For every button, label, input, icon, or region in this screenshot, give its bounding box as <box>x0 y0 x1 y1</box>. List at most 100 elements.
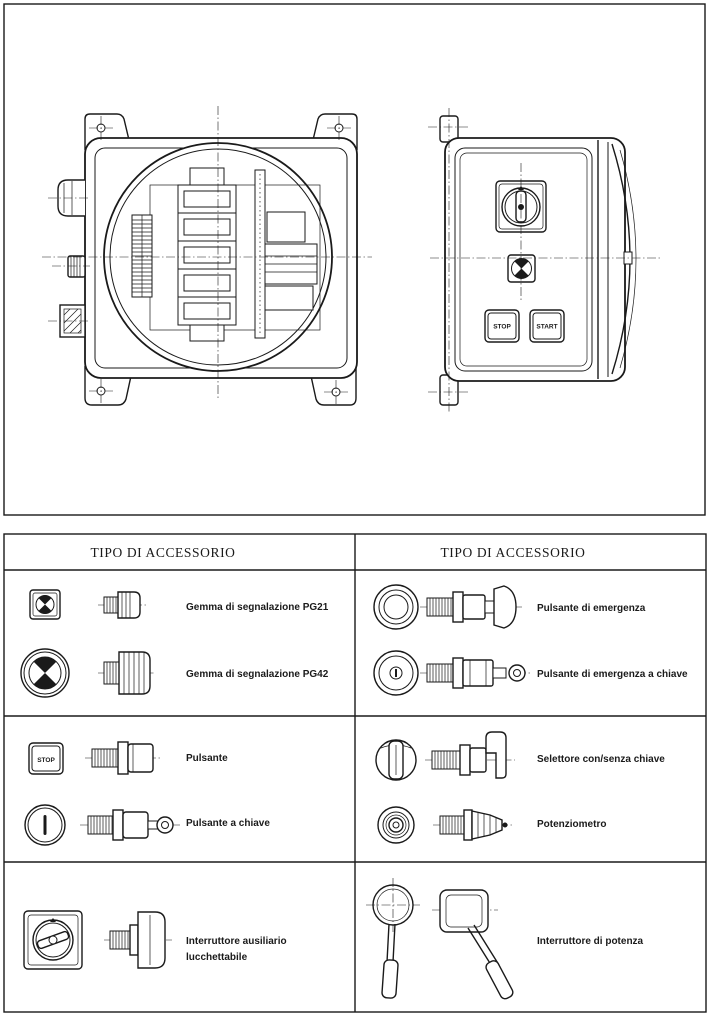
internal-components <box>131 167 321 342</box>
cable-gland-small-ribs <box>70 256 81 277</box>
switch-ring <box>372 884 414 926</box>
panel-signal-lamp <box>507 254 536 283</box>
body-lines <box>469 660 487 686</box>
gland-center-lines <box>48 197 90 322</box>
enclosure-front-view <box>42 106 372 406</box>
accessory-table: TIPO DI ACCESSORIO TIPO DI ACCESSORIO Ge… <box>3 533 707 1013</box>
key-button-bezel <box>24 804 66 846</box>
switch-head <box>137 911 166 969</box>
emergency-mid-ring <box>378 589 414 625</box>
pot-nut <box>463 809 473 841</box>
button-body <box>462 659 494 687</box>
accessory-label: Selettore con/senza chiave <box>537 754 665 765</box>
emergency-button-icon <box>373 584 419 630</box>
list-item-interruttore-ausiliario: Interruttore ausiliario lucchettabile <box>23 910 287 970</box>
signal-lamp-side-icon <box>98 591 146 619</box>
lamp-bezel <box>20 648 70 698</box>
thread-lines <box>112 931 129 949</box>
emergency-inner-ring <box>383 594 409 620</box>
emergency-key-button-icon <box>373 650 419 696</box>
start-button-bezel <box>529 309 565 343</box>
start-button-label: START <box>536 324 557 331</box>
button-face <box>31 745 61 772</box>
key-stem <box>492 667 507 679</box>
relay-face <box>183 218 231 236</box>
contactor <box>266 211 306 243</box>
relay <box>177 212 237 242</box>
list-item-interruttore-potenza: Interruttore di potenza <box>366 878 644 1000</box>
start-button-face <box>532 312 562 340</box>
emergency-button-side-icon <box>420 585 524 629</box>
switch-nut <box>129 924 139 956</box>
hole-center-lines <box>89 116 351 404</box>
switch-pointer-icon <box>50 918 56 922</box>
pot-knob <box>382 811 410 839</box>
button-head <box>127 743 154 773</box>
mushroom-head-icon <box>493 585 517 629</box>
key-ring-hole <box>161 821 169 829</box>
accessory-label: Interruttore di potenza <box>537 936 644 947</box>
button-icon-text: STOP <box>37 757 55 764</box>
power-switch-side-icon <box>432 889 514 1000</box>
lamp-bezel-inner <box>23 651 67 695</box>
thread-lines <box>442 816 462 834</box>
relay-face <box>183 302 231 320</box>
button-body <box>462 594 486 620</box>
switch-housing <box>439 889 489 933</box>
front-view-center-lines <box>42 106 372 404</box>
cable-glands <box>57 179 86 338</box>
panel-start-button: START <box>529 309 565 343</box>
keyhole-icon <box>395 669 397 677</box>
key-button-side-icon <box>80 809 180 841</box>
accessory-label: Gemma di segnalazione PG21 <box>186 602 329 613</box>
cap-ridges <box>121 592 131 618</box>
button-thread <box>426 597 454 617</box>
potentiometer-icon <box>377 806 415 844</box>
relay-face <box>183 246 231 264</box>
button-head <box>122 811 149 839</box>
button-nut <box>117 741 129 775</box>
signal-lamp-icon <box>29 589 61 620</box>
accessory-label: Pulsante a chiave <box>186 818 270 829</box>
button-thread <box>426 663 454 683</box>
signal-lamp-large-icon <box>20 648 70 698</box>
lamp-pattern <box>38 595 52 614</box>
keyhole-ring <box>389 666 403 680</box>
key-ring-icon <box>156 816 174 834</box>
pot-knob-side <box>471 810 503 840</box>
side-view-center-lines <box>428 108 662 412</box>
switch-plate <box>23 910 83 970</box>
button-nut <box>112 809 124 841</box>
lid-dome-inner <box>619 149 637 369</box>
selector-switch-icon <box>375 739 417 781</box>
thread-lines <box>90 816 113 834</box>
lamp-bezel <box>29 589 61 620</box>
thread-lines <box>434 751 457 769</box>
enclosure-side-view: STOP START <box>428 108 662 412</box>
power-module-lines <box>265 255 317 273</box>
list-item-pulsante: STOP Pulsante <box>28 741 228 775</box>
button-nut <box>452 657 464 689</box>
panel-stop-button: STOP <box>484 309 520 343</box>
list-item-pulsante-emergenza-chiave: Pulsante di emergenza a chiave <box>373 650 688 696</box>
relay <box>177 184 237 214</box>
lamp-cap <box>117 591 141 619</box>
cable-gland-small <box>67 255 86 278</box>
thread-lines <box>94 749 117 767</box>
stop-button-bezel <box>484 309 520 343</box>
lamp-cap <box>118 651 151 695</box>
lamp-bezel-inner <box>32 592 58 617</box>
relay-stack <box>177 184 237 326</box>
accessory-label: Gemma di segnalazione PG42 <box>186 669 329 680</box>
potentiometer-side-icon <box>433 809 512 841</box>
selector-ring <box>375 739 417 781</box>
relay-bottom-cap <box>189 324 225 342</box>
accessory-label: Pulsante di emergenza <box>537 603 646 614</box>
stop-button-label: STOP <box>493 324 511 331</box>
selector-body <box>469 747 487 773</box>
list-item-gemma-pg21: Gemma di segnalazione PG21 <box>29 589 329 620</box>
key-ring-hole <box>513 669 521 677</box>
fuse-holder <box>264 285 314 311</box>
signal-lamp-large-side-icon <box>98 651 156 695</box>
relay <box>177 268 237 298</box>
